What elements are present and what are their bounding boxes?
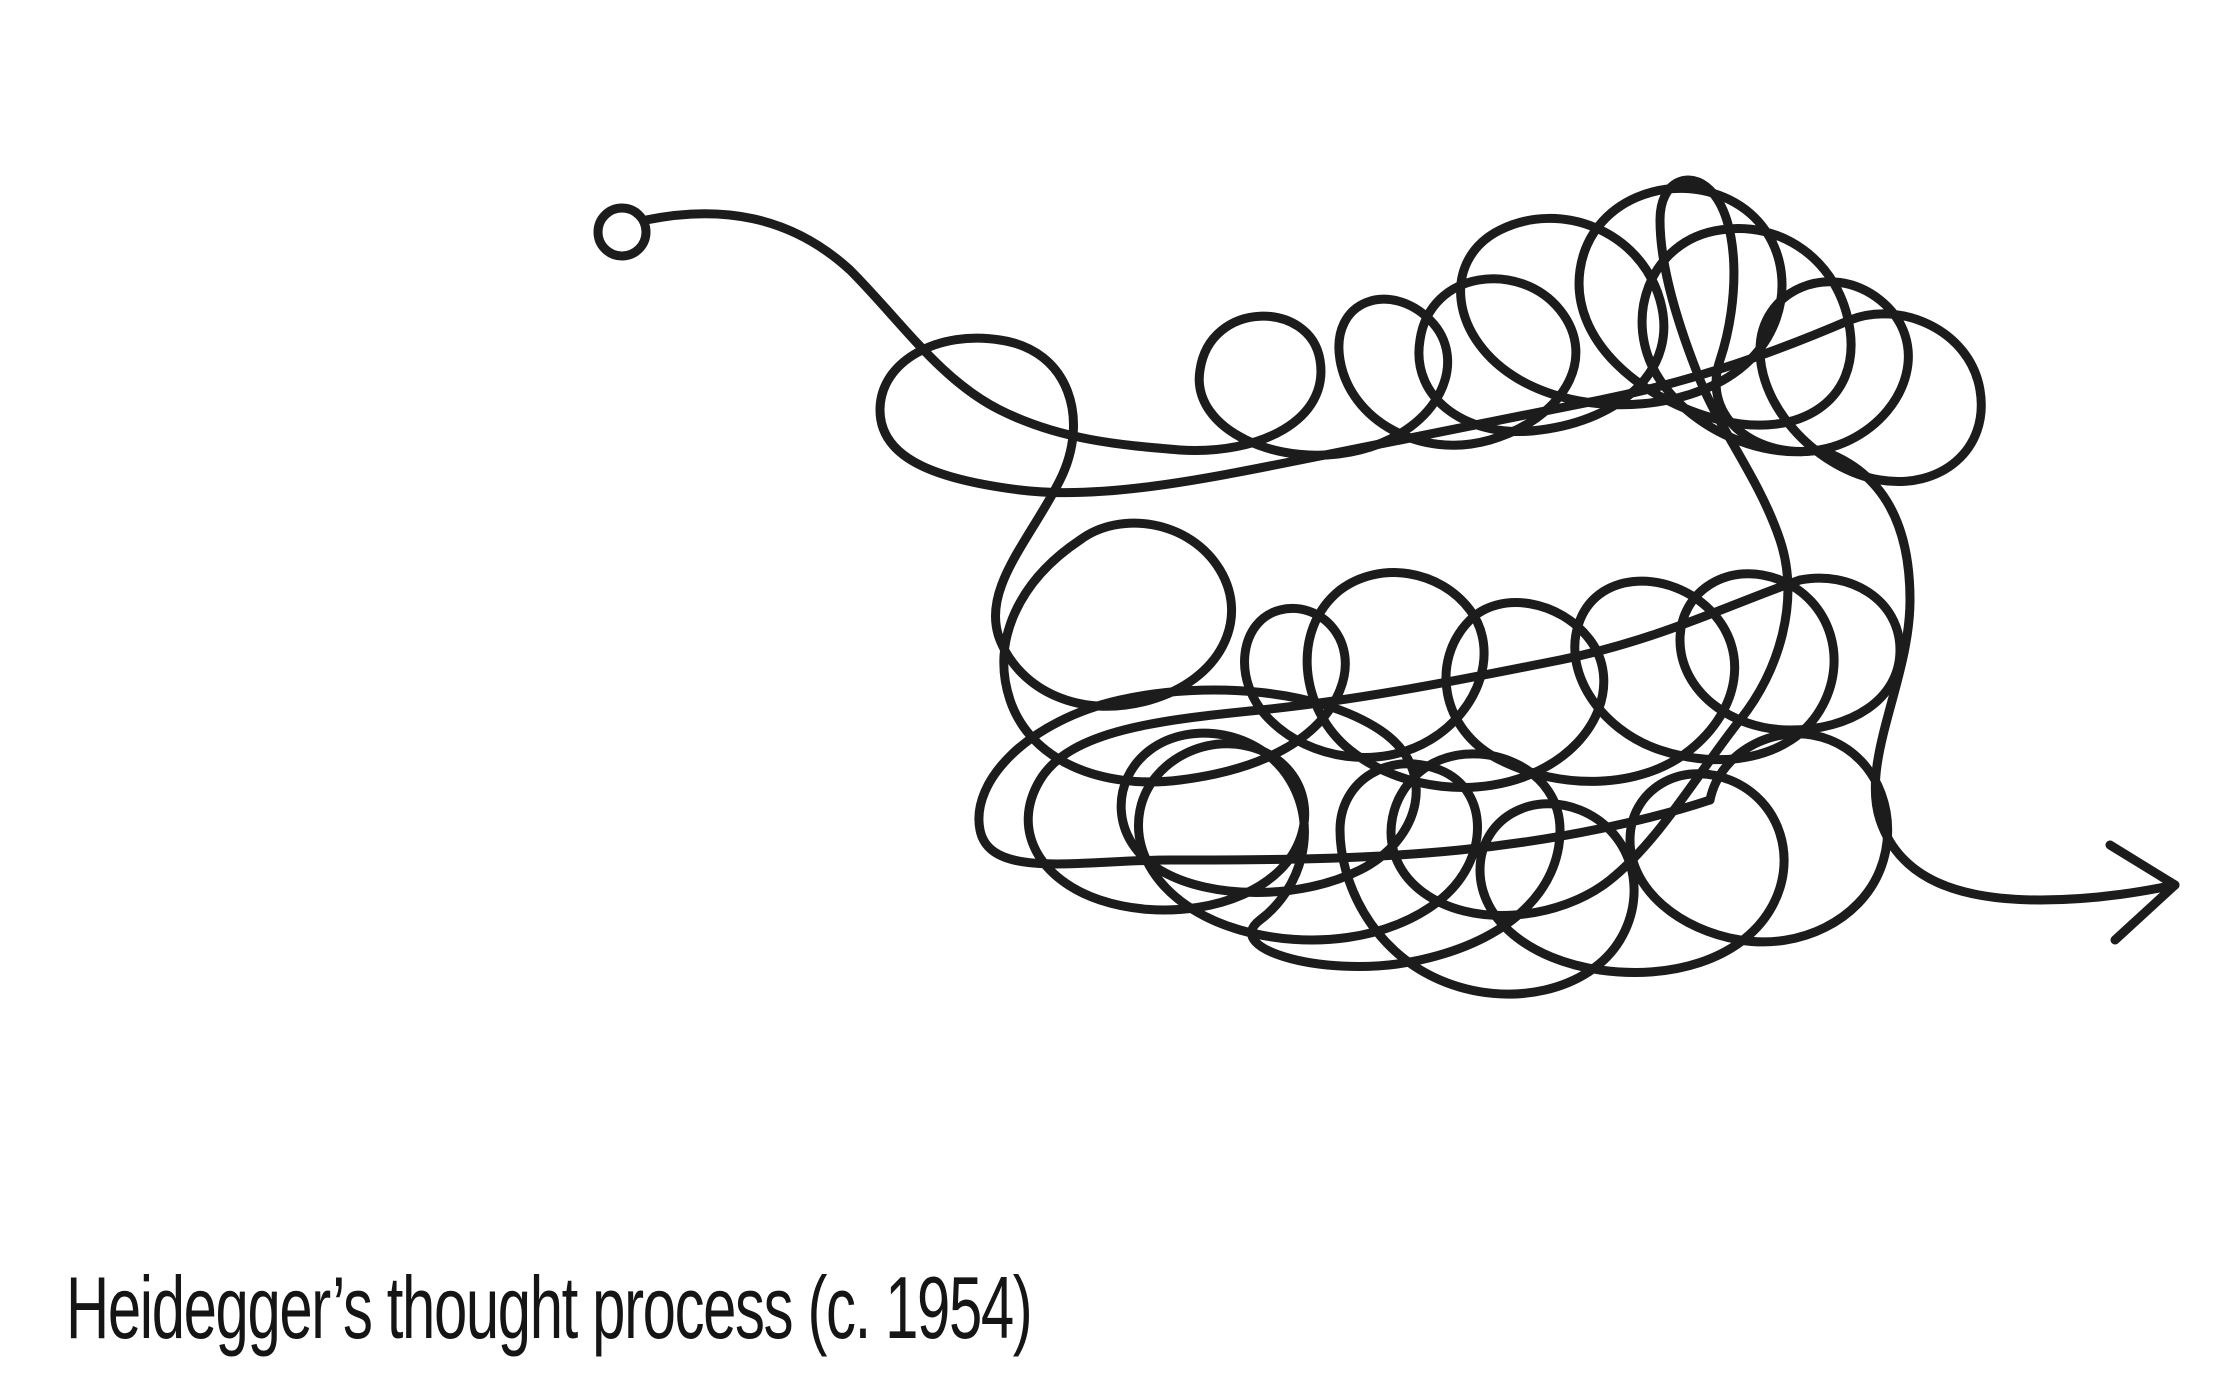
arrow-head-icon bbox=[2105, 840, 2180, 945]
lead-in-line bbox=[641, 209, 1185, 455]
tangle-loops bbox=[1175, 183, 1986, 486]
caption: Heidegger’s thought process (c. 1954) bbox=[66, 1258, 1033, 1357]
exit-line bbox=[1815, 445, 2180, 905]
tangle-loops-2 bbox=[875, 315, 1905, 792]
start-circle-icon bbox=[593, 203, 651, 261]
tangle-loops-4 bbox=[974, 175, 1825, 971]
